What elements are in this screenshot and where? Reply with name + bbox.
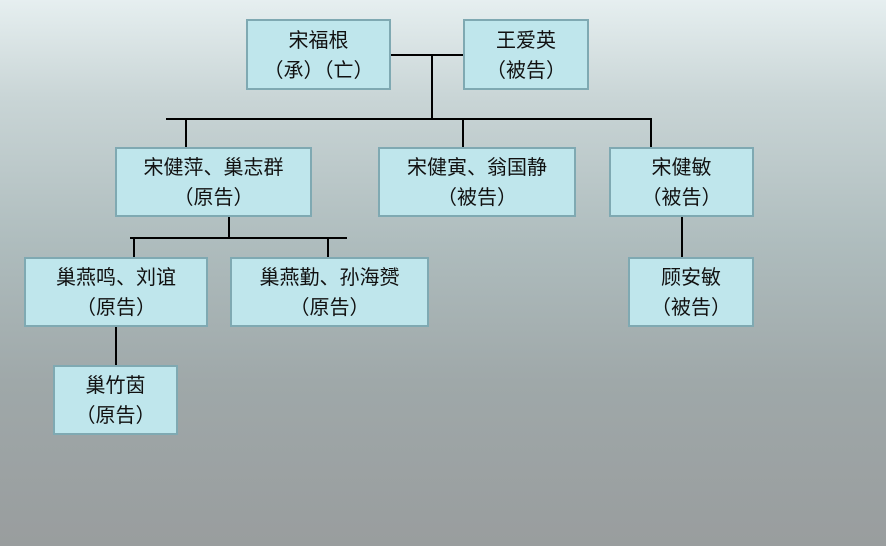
node-name: 巢燕勤、孙海赟: [259, 265, 400, 289]
node-song-jianping: 宋健萍、巢志群 （原告）: [115, 147, 312, 217]
node-name: 顾安敏: [661, 265, 721, 289]
node-name: 宋健萍、巢志群: [143, 155, 284, 179]
node-role: （承）（亡）: [263, 57, 374, 82]
node-role: （原告）: [289, 295, 370, 319]
node-name: 宋健寅、翁国静: [407, 155, 547, 179]
node-role: （原告）: [75, 403, 156, 427]
node-name: 巢燕鸣、刘谊: [56, 265, 176, 289]
node-name: 王爱英: [496, 27, 556, 52]
node-wang-aiying: 王爱英 （被告）: [463, 19, 589, 90]
node-role: （被告）: [486, 57, 566, 82]
node-chao-zhuyin: 巢竹茵 （原告）: [53, 365, 178, 435]
node-role: （原告）: [173, 185, 254, 209]
node-song-jianyin: 宋健寅、翁国静 （被告）: [378, 147, 576, 217]
node-chao-yanming: 巢燕鸣、刘谊 （原告）: [24, 257, 208, 327]
node-role: （被告）: [641, 185, 722, 209]
node-song-fugen: 宋福根 （承）（亡）: [246, 19, 391, 90]
node-song-jianmin: 宋健敏 （被告）: [609, 147, 754, 217]
node-name: 巢竹茵: [85, 373, 146, 397]
node-role: （被告）: [437, 185, 517, 209]
node-role: （被告）: [651, 295, 731, 319]
node-name: 宋健敏: [651, 155, 712, 179]
node-name: 宋福根: [288, 27, 349, 52]
node-role: （原告）: [76, 295, 156, 319]
node-gu-anmin: 顾安敏 （被告）: [628, 257, 754, 327]
node-chao-yanqin: 巢燕勤、孙海赟 （原告）: [230, 257, 429, 327]
